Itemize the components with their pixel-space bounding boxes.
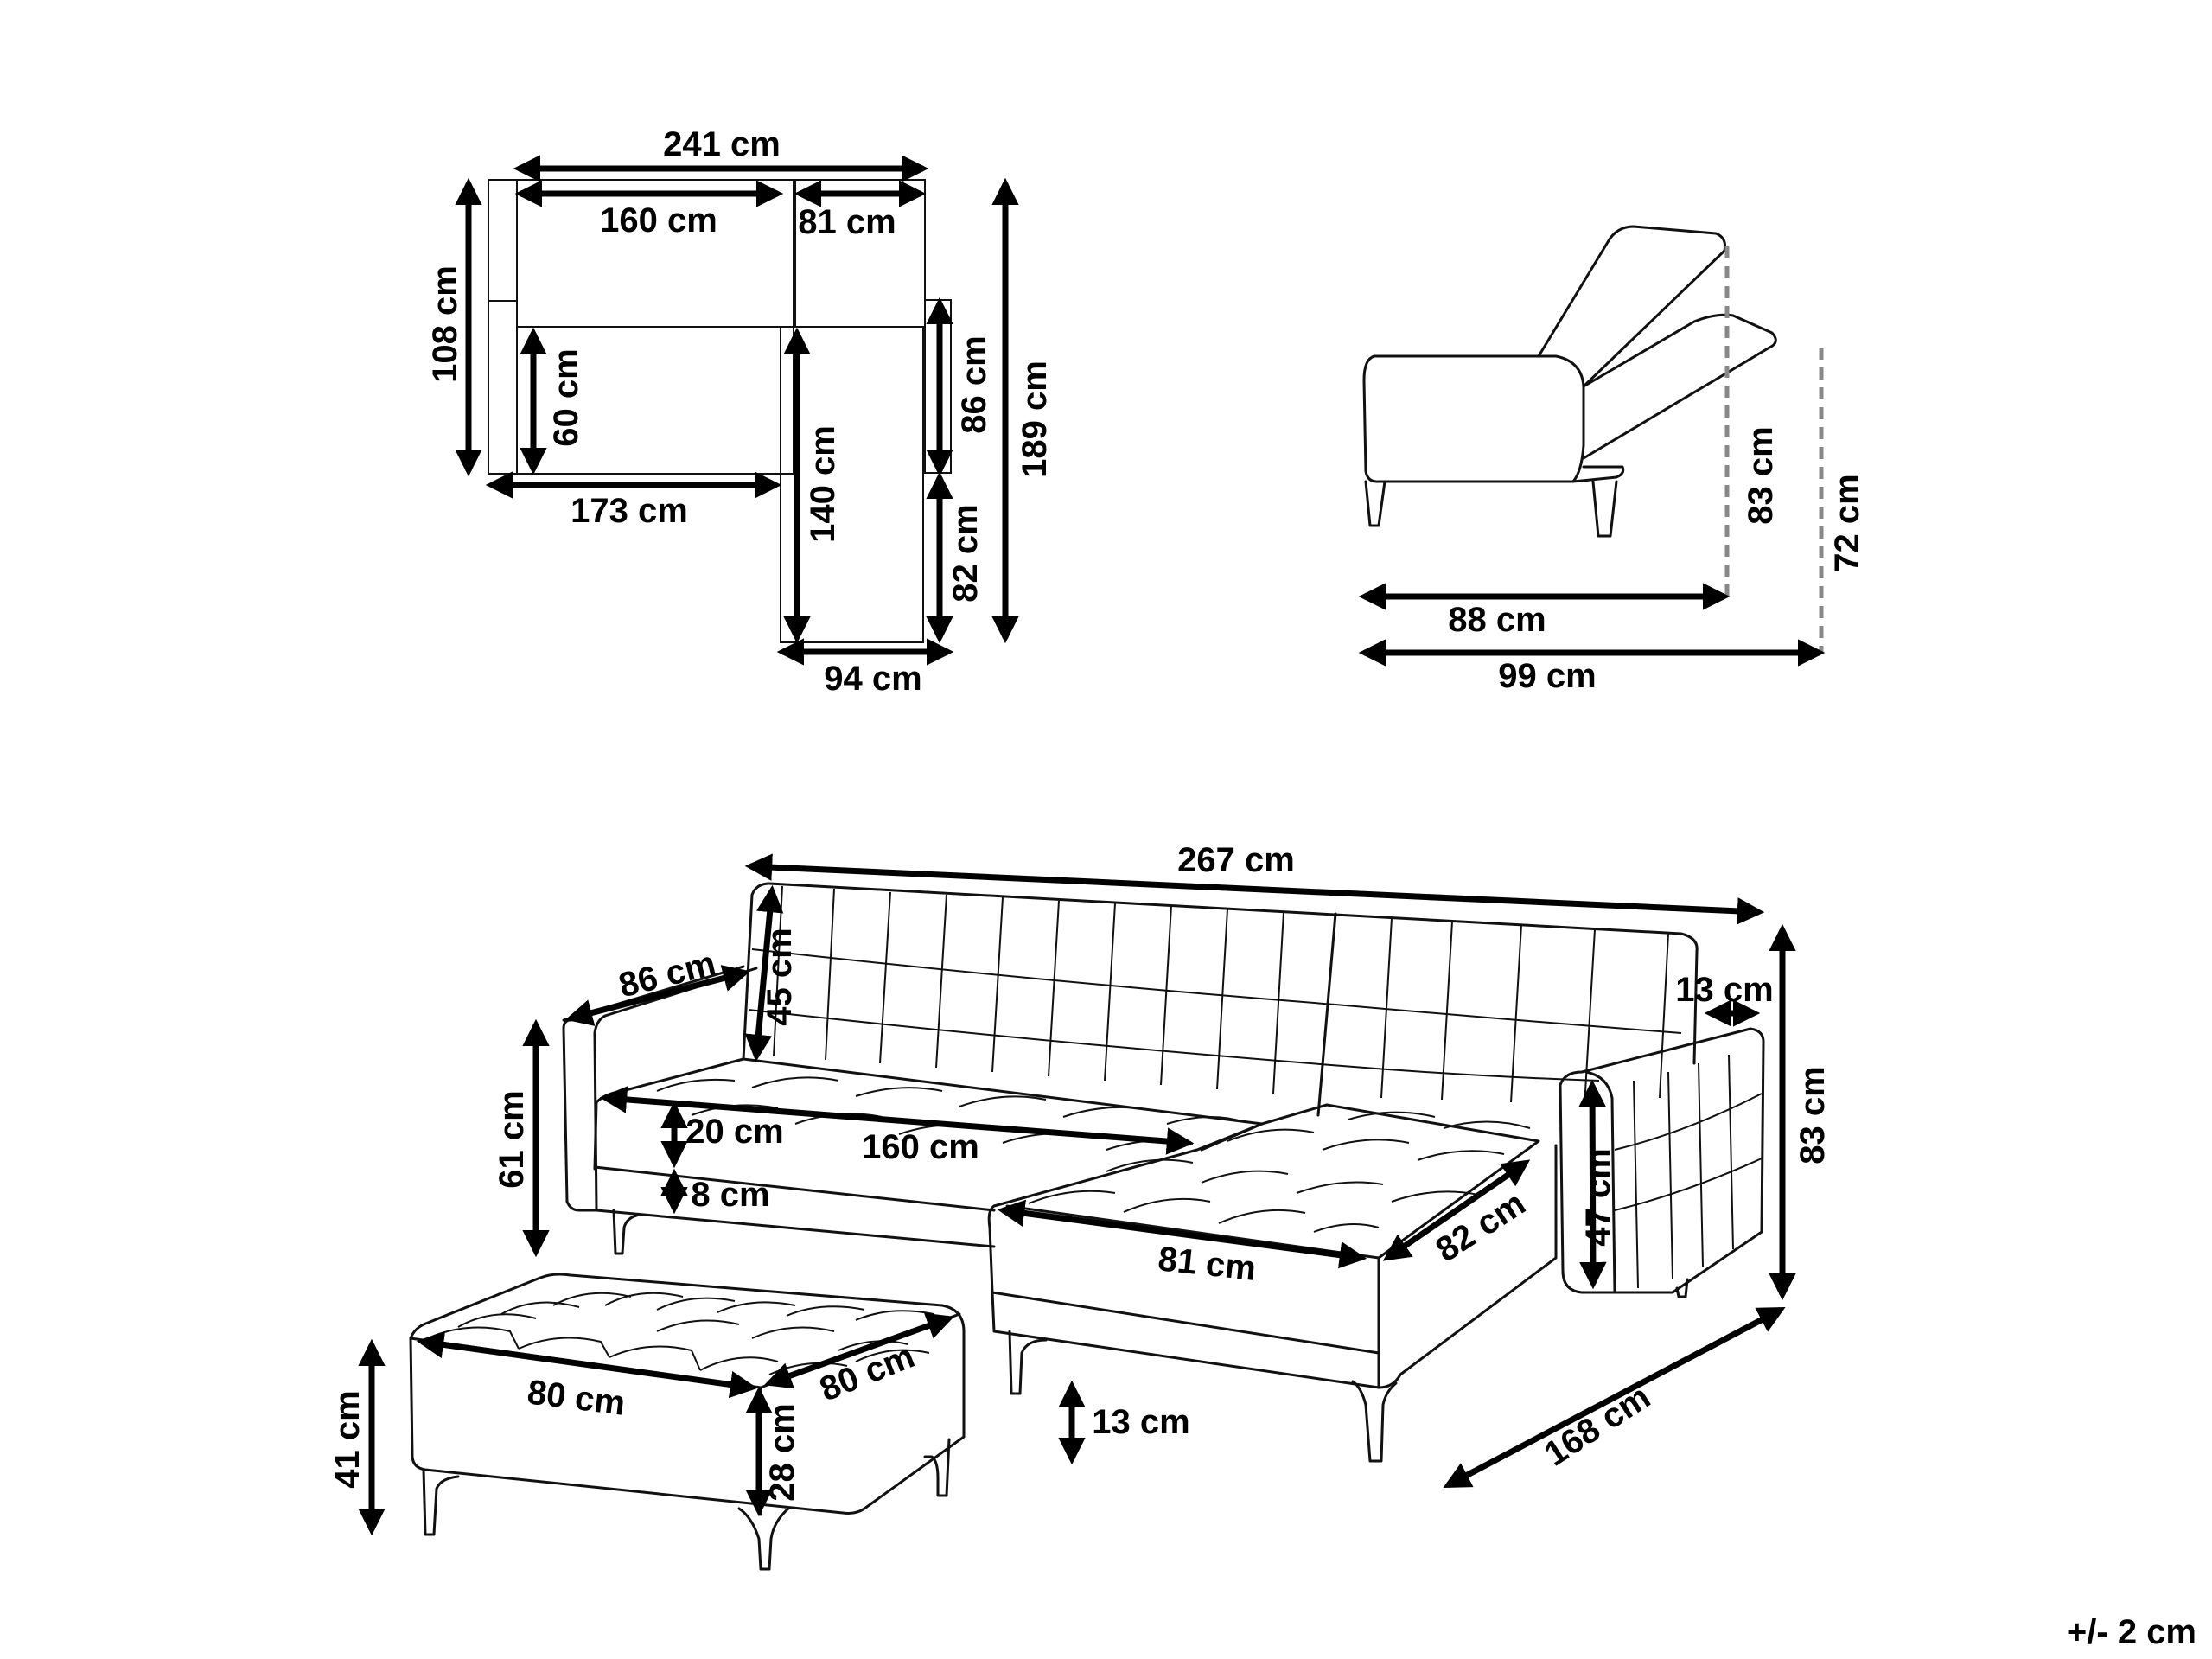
label-top-189: 189 cm (1016, 361, 1054, 478)
label-top-140: 140 cm (804, 425, 842, 543)
label-persp-83: 83 cm (1794, 1066, 1832, 1164)
label-persp-267: 267 cm (1177, 841, 1295, 879)
perspective-sofa: 267 cm 86 cm 45 cm 13 cm 61 cm 20 cm 160… (493, 841, 1832, 1489)
top-view-chaise-back (794, 179, 926, 328)
label-top-81: 81 cm (798, 203, 896, 241)
label-persp-160: 160 cm (862, 1128, 979, 1166)
side-view: 88 cm 99 cm 83 cm 72 cm (1358, 225, 1866, 695)
label-side-88: 88 cm (1448, 601, 1546, 639)
label-top-94: 94 cm (824, 660, 921, 698)
label-persp-81: 81 cm (1157, 1240, 1258, 1288)
label-persp-13-leg: 13 cm (1092, 1403, 1189, 1441)
label-top-160: 160 cm (600, 201, 717, 239)
label-ottoman-41: 41 cm (328, 1390, 367, 1488)
label-top-173: 173 cm (571, 492, 688, 530)
label-side-83: 83 cm (1742, 426, 1780, 524)
top-view: 241 cm 160 cm 81 cm 108 cm 60 cm 173 cm … (426, 125, 1054, 698)
label-top-60: 60 cm (547, 348, 585, 446)
label-ottoman-80-width: 80 cm (526, 1373, 628, 1422)
label-top-82: 82 cm (947, 504, 985, 602)
label-top-86: 86 cm (955, 335, 993, 433)
ottoman: 80 cm 80 cm 41 cm 28 cm (328, 1273, 966, 1571)
label-persp-8: 8 cm (691, 1176, 769, 1214)
label-persp-45: 45 cm (761, 928, 799, 1025)
tolerance-note: +/- 2 cm (2066, 1613, 2196, 1651)
label-top-108: 108 cm (426, 265, 464, 383)
label-persp-47: 47 cm (1579, 1148, 1617, 1246)
label-persp-20: 20 cm (685, 1113, 783, 1151)
label-ottoman-28: 28 cm (763, 1403, 801, 1501)
top-view-chaise (780, 326, 924, 643)
label-persp-13-arm: 13 cm (1675, 971, 1773, 1009)
label-side-99: 99 cm (1498, 657, 1596, 695)
label-side-72: 72 cm (1828, 474, 1866, 571)
label-persp-61: 61 cm (493, 1090, 531, 1188)
label-top-241: 241 cm (663, 125, 781, 163)
